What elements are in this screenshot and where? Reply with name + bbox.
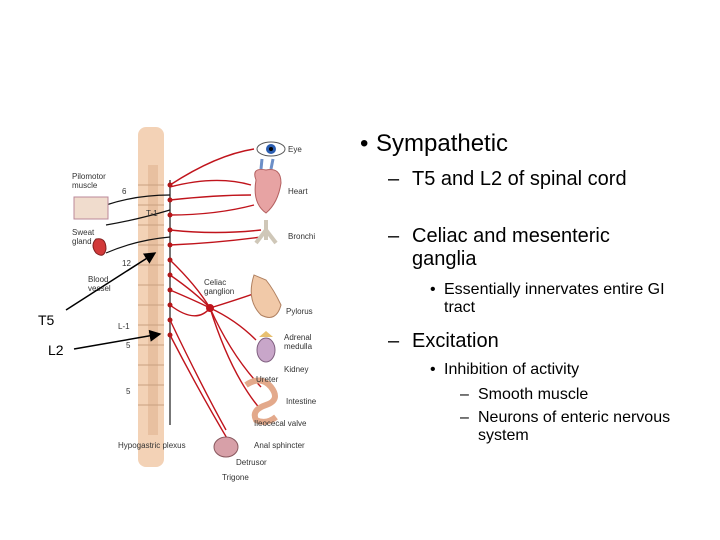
l2-label: L2 [48, 342, 64, 358]
skin-fibers [105, 194, 171, 254]
label-celiac-ganglion: Celiac ganglion [204, 278, 235, 296]
label-t1: T-1 [146, 209, 158, 218]
label-l1: L-1 [118, 322, 130, 331]
bullet-t5-l2: – T5 and L2 of spinal cord [388, 168, 627, 190]
blood-vessel-shape [92, 238, 107, 256]
label-bronchi: Bronchi [288, 232, 316, 241]
kidney-shape [256, 337, 276, 363]
heart-shape [254, 169, 282, 214]
label-sweat-gland: Sweat gland [72, 228, 95, 246]
label-pylorus: Pylorus [286, 307, 313, 316]
label-trigone: Trigone [222, 473, 249, 482]
label-ileocecal-valve: Ileocecal valve [254, 419, 307, 428]
label-hypogastric-plexus: Hypogastric plexus [118, 441, 186, 450]
bullet-inhibition: • Inhibition of activity [430, 361, 580, 378]
label-kidney: Kidney [284, 365, 309, 374]
label-twelve: 12 [122, 259, 131, 268]
bullet-neurons-enteric: – Neurons of enteric nervous system [460, 409, 671, 444]
t5-label: T5 [38, 312, 55, 328]
label-detrusor: Detrusor [236, 458, 267, 467]
label-adrenal-medulla: Adrenal medulla [284, 333, 313, 351]
celiac-ganglion-node [206, 304, 214, 312]
bullet-excitation: – Excitation [388, 330, 499, 352]
label-five-b: 5 [126, 387, 131, 396]
bronchi-shape [254, 220, 278, 245]
bullet-smooth-muscle: – Smooth muscle [460, 386, 589, 403]
label-blood-vessel: Blood vessel [88, 275, 111, 293]
label-anal-sphincter: Anal sphincter [254, 441, 305, 450]
label-six: 6 [122, 187, 127, 196]
label-pilomotor-muscle: Pilomotor muscle [72, 172, 106, 190]
sympathetic-nervous-system-figure: Eye Pilomotor muscle Heart T-1 6 Sweat g… [66, 125, 326, 485]
label-five-a: 5 [126, 341, 131, 350]
label-eye: Eye [288, 145, 302, 154]
pilomotor-skin [73, 196, 109, 220]
adrenal-shape [259, 331, 273, 337]
label-heart: Heart [288, 187, 308, 196]
nerve-fibers [169, 148, 262, 446]
bullet-sympathetic: • Sympathetic [360, 130, 509, 157]
intestine-shape [244, 377, 278, 425]
label-intestine: Intestine [286, 397, 317, 406]
bullet-celiac-mesenteric: – Celiac and mesenteric ganglia [388, 225, 610, 270]
bullet-innervates: • Essentially innervates entire GI tract [430, 281, 665, 316]
label-ureter: Ureter [256, 375, 279, 384]
bladder-shape [213, 436, 239, 458]
stomach-shape [250, 274, 282, 318]
